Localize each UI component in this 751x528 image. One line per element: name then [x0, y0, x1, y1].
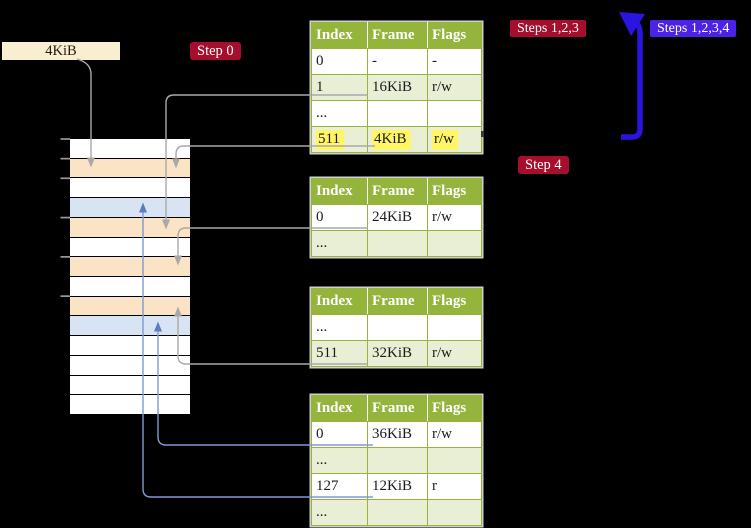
table-cell: 127	[312, 474, 368, 500]
highlighted-value: r/w	[432, 130, 458, 150]
badge-steps-123: Steps 1,2,3	[510, 20, 586, 37]
table-cell: 0	[312, 49, 368, 75]
column-header-index: Index	[312, 289, 368, 315]
badge-step4: Step 4	[518, 156, 569, 174]
memory-frame-row-white	[70, 139, 190, 158]
column-header-flags: Flags	[428, 289, 482, 315]
table-cell: -	[368, 49, 428, 75]
badge-step0-text: Step 0	[197, 44, 234, 59]
memory-frame-row-white	[70, 237, 190, 257]
column-header-flags: Flags	[428, 23, 482, 49]
table-row: ...	[312, 231, 482, 257]
table-cell: r/w	[428, 341, 482, 367]
table-cell: 4KiB	[368, 127, 428, 153]
memory-frame-row-peach	[70, 158, 190, 178]
table-cell: 32KiB	[368, 341, 428, 367]
page-table-top-table: IndexFrameFlags0--116KiBr/w...5114KiBr/w	[311, 22, 482, 153]
page-table-bottom: IndexFrameFlags036KiBr/w...12712KiBr...	[311, 395, 482, 526]
table-cell: 0	[312, 422, 368, 448]
table-cell: ...	[312, 101, 368, 127]
memory-frame-row-white	[70, 335, 190, 355]
column-header-frame: Frame	[368, 179, 428, 205]
memory-frame-row-blue	[70, 197, 190, 217]
table-row: 0--	[312, 49, 482, 75]
page-table-top: IndexFrameFlags0--116KiBr/w...5114KiBr/w	[311, 22, 482, 153]
badge-step0: Step 0	[190, 42, 241, 60]
table-cell: ...	[312, 315, 368, 341]
frame-size-label: 4KiB	[2, 42, 120, 60]
table-row: ...	[312, 101, 482, 127]
table-cell: 12KiB	[368, 474, 428, 500]
badge-step4-text: Step 4	[525, 158, 562, 173]
column-header-flags: Flags	[428, 179, 482, 205]
table-cell	[428, 448, 482, 474]
memory-frame-row-white	[70, 375, 190, 395]
table-cell: ...	[312, 231, 368, 257]
table-cell: r/w	[428, 75, 482, 101]
table-cell: 511	[312, 127, 368, 153]
page-table-third-table: IndexFrameFlags...51132KiBr/w	[311, 288, 482, 367]
table-row: 511 4KiB r/w	[312, 127, 482, 153]
page-table-bottom-table: IndexFrameFlags036KiBr/w...12712KiBr...	[311, 395, 482, 526]
column-header-index: Index	[312, 23, 368, 49]
table-cell: ...	[312, 500, 368, 526]
flow-arrow-steps	[621, 21, 640, 137]
table-cell: 24KiB	[368, 205, 428, 231]
table-cell	[428, 315, 482, 341]
memory-frame-row-white	[70, 177, 190, 197]
table-cell	[428, 101, 482, 127]
table-cell	[428, 500, 482, 526]
memory-frame-row-peach	[70, 296, 190, 316]
column-header-flags: Flags	[428, 396, 482, 422]
memory-frame-row-peach	[70, 256, 190, 276]
table-row: 116KiBr/w	[312, 75, 482, 101]
flow-arrow-head-icon	[619, 12, 645, 36]
column-header-index: Index	[312, 179, 368, 205]
badge-steps-1234-text: Steps 1,2,3,4	[657, 22, 729, 36]
table-cell	[368, 231, 428, 257]
highlighted-value: 4KiB	[372, 130, 411, 150]
table-cell: r/w	[428, 205, 482, 231]
badge-steps-1234: Steps 1,2,3,4	[650, 20, 736, 37]
table-cell	[368, 500, 428, 526]
table-row: 024KiBr/w	[312, 205, 482, 231]
memory-frame-row-blue	[70, 315, 190, 335]
table-cell	[368, 101, 428, 127]
table-cell: 36KiB	[368, 422, 428, 448]
table-row: ...	[312, 448, 482, 474]
page-table-third: IndexFrameFlags...51132KiBr/w	[311, 288, 482, 367]
table-cell: 511	[312, 341, 368, 367]
memory-frame-row-white	[70, 355, 190, 375]
table-row: 51132KiBr/w	[312, 341, 482, 367]
table-cell: -	[428, 49, 482, 75]
table-cell: 0	[312, 205, 368, 231]
table-cell: ...	[312, 448, 368, 474]
physical-memory-stack	[70, 139, 190, 414]
column-header-frame: Frame	[368, 23, 428, 49]
table-row: 036KiBr/w	[312, 422, 482, 448]
badge-steps-123-text: Steps 1,2,3	[517, 22, 579, 36]
column-header-frame: Frame	[368, 396, 428, 422]
page-table-second: IndexFrameFlags024KiBr/w...	[311, 178, 482, 257]
memory-frame-row-white	[70, 394, 190, 414]
highlighted-value: 511	[316, 130, 344, 150]
table-cell: r	[428, 474, 482, 500]
memory-frame-row-peach	[70, 217, 190, 237]
column-header-frame: Frame	[368, 289, 428, 315]
column-header-index: Index	[312, 396, 368, 422]
table-cell	[368, 315, 428, 341]
table-cell	[368, 448, 428, 474]
frame-size-text: 4KiB	[45, 44, 76, 59]
table-row: 12712KiBr	[312, 474, 482, 500]
table-row: ...	[312, 500, 482, 526]
memory-frame-row-white	[70, 276, 190, 296]
page-table-second-table: IndexFrameFlags024KiBr/w...	[311, 178, 482, 257]
table-cell	[428, 231, 482, 257]
table-cell: 16KiB	[368, 75, 428, 101]
table-cell: r/w	[428, 127, 482, 153]
table-row: ...	[312, 315, 482, 341]
table-cell: 1	[312, 75, 368, 101]
table-cell: r/w	[428, 422, 482, 448]
